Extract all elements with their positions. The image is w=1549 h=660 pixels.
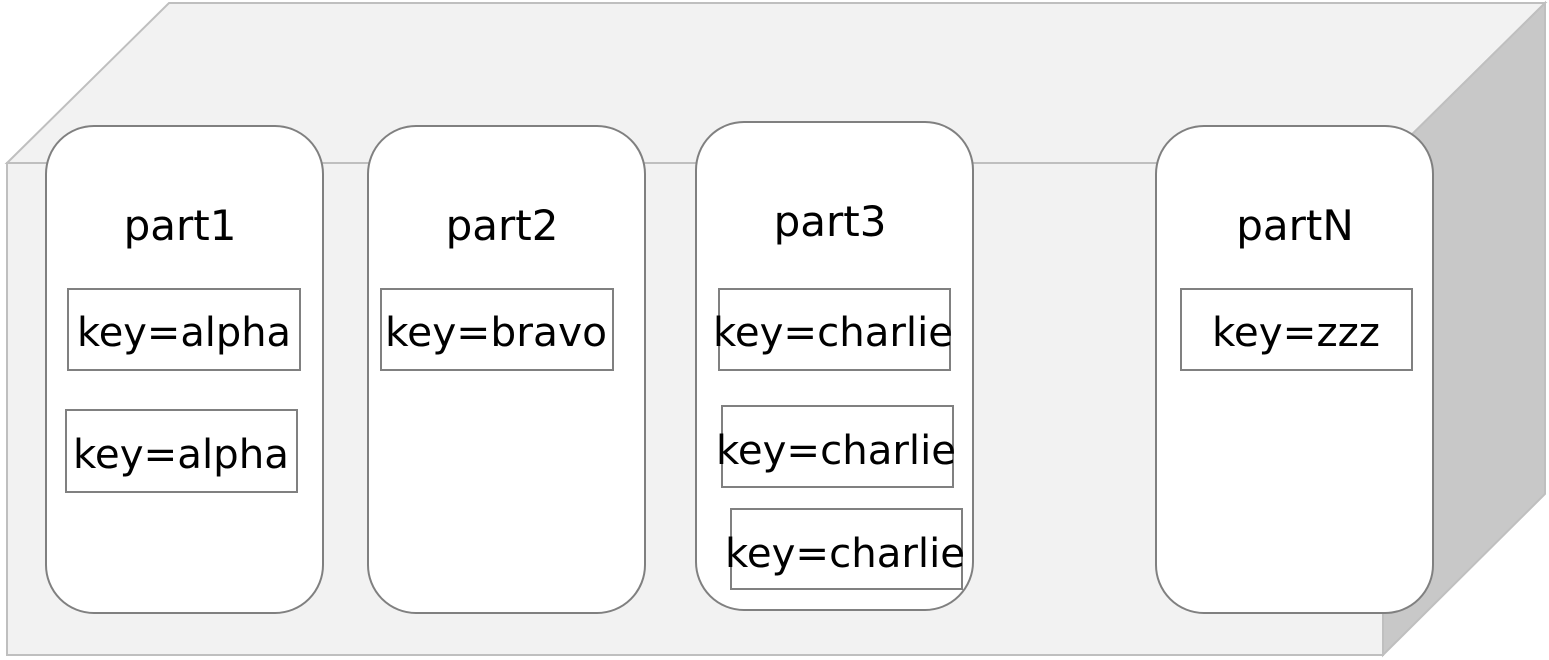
key-label: key=zzz	[1212, 310, 1380, 356]
key-record: key=alpha	[67, 288, 301, 371]
partition-title: part1	[124, 201, 237, 250]
key-label: key=alpha	[77, 310, 291, 356]
partition-part2: part2 key=bravo	[367, 125, 646, 614]
key-label: key=bravo	[385, 310, 607, 356]
partition-title: part2	[446, 201, 559, 250]
partition-part1: part1 key=alpha key=alpha	[45, 125, 324, 614]
key-label: key=charlie	[713, 310, 953, 356]
key-label: key=charlie	[716, 428, 956, 474]
key-record: key=charlie	[716, 405, 956, 488]
partition-title: part3	[774, 197, 887, 246]
partition-title: partN	[1236, 201, 1354, 250]
key-record: key=charlie	[713, 288, 953, 371]
key-record: key=bravo	[380, 288, 614, 371]
partition-part3: part3 key=charlie key=charlie key=charli…	[695, 121, 974, 611]
key-record: key=zzz	[1180, 288, 1413, 371]
key-record: key=charlie	[725, 508, 965, 590]
key-record: key=alpha	[65, 409, 298, 493]
key-label: key=charlie	[725, 531, 965, 577]
key-label: key=alpha	[73, 432, 289, 478]
partition-partN: partN key=zzz	[1155, 125, 1434, 614]
